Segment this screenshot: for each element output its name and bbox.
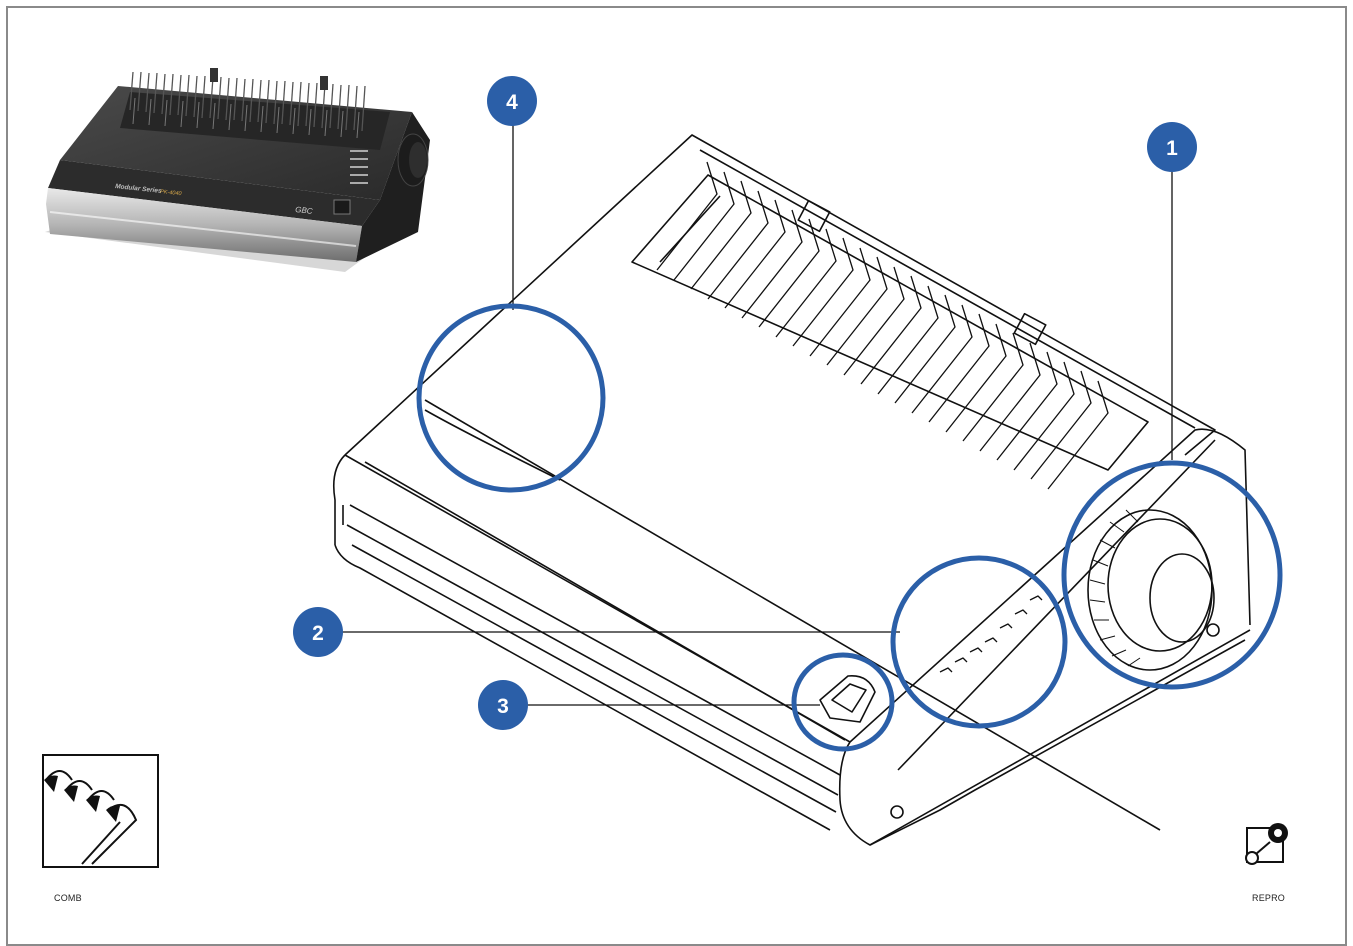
logo-text: GBC xyxy=(295,205,313,216)
repro-label: REPRO xyxy=(1252,893,1286,903)
callout-1: 1 xyxy=(1147,122,1197,172)
svg-text:4: 4 xyxy=(506,91,518,114)
svg-text:3: 3 xyxy=(497,695,509,718)
callout-leaders xyxy=(340,122,1173,706)
highlight-circles xyxy=(416,303,1283,752)
binder-line-drawing xyxy=(332,134,1251,846)
product-photo: Modular Series PK-4040 GBC xyxy=(45,68,430,272)
model-text: PK-4040 xyxy=(160,189,183,197)
repro-icon xyxy=(1245,823,1288,865)
diagram-canvas: Modular Series PK-4040 GBC xyxy=(42,68,1288,868)
comb-label: COMB xyxy=(54,893,82,903)
svg-text:2: 2 xyxy=(312,622,324,645)
callout-4: 4 xyxy=(487,76,537,126)
svg-text:1: 1 xyxy=(1166,137,1178,160)
brand-text: Modular Series xyxy=(115,183,162,195)
callout-3: 3 xyxy=(478,680,528,730)
comb-binding-icon xyxy=(42,754,159,868)
callout-2: 2 xyxy=(293,607,343,657)
